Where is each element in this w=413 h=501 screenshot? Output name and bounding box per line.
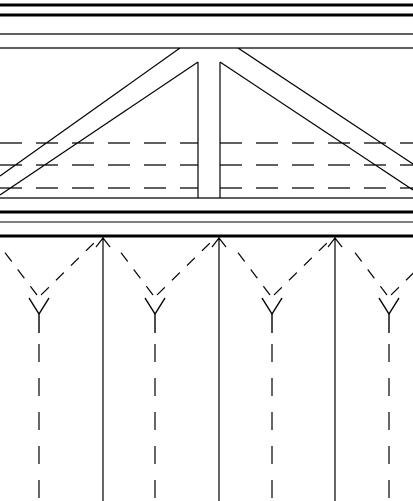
hanger-3-left-arm [235,249,271,296]
post-arrow-head-2 [211,237,227,248]
drawing-root [0,3,413,501]
hanger-3-right-arm [273,239,331,296]
right-truss-inner-diagonal [219,61,413,191]
hanger-4-fork-left [378,297,390,315]
hanger-1-right-arm [40,239,98,296]
hanger-3-fork-left [261,297,273,315]
hanger-2-fork-left [144,297,156,315]
left-truss-outer-diagonal [0,47,181,177]
hanger-4-right-arm [390,272,413,296]
hanger-2-right-arm [156,239,214,296]
hanger-4-left-arm [352,249,388,296]
left-truss-inner-diagonal [0,61,199,196]
hanger-1-fork-right [38,297,50,315]
hanger-2-fork-right [154,297,166,315]
hanger-1-left-arm [2,249,38,296]
hanger-3-fork-right [271,297,283,315]
post-arrow-head-3 [327,237,343,248]
right-truss-outer-diagonal [237,47,413,165]
hanger-2-left-arm [118,249,154,296]
post-arrow-head-1 [95,237,111,248]
hanger-1-fork-left [28,297,40,315]
hanger-4-fork-right [388,297,400,315]
